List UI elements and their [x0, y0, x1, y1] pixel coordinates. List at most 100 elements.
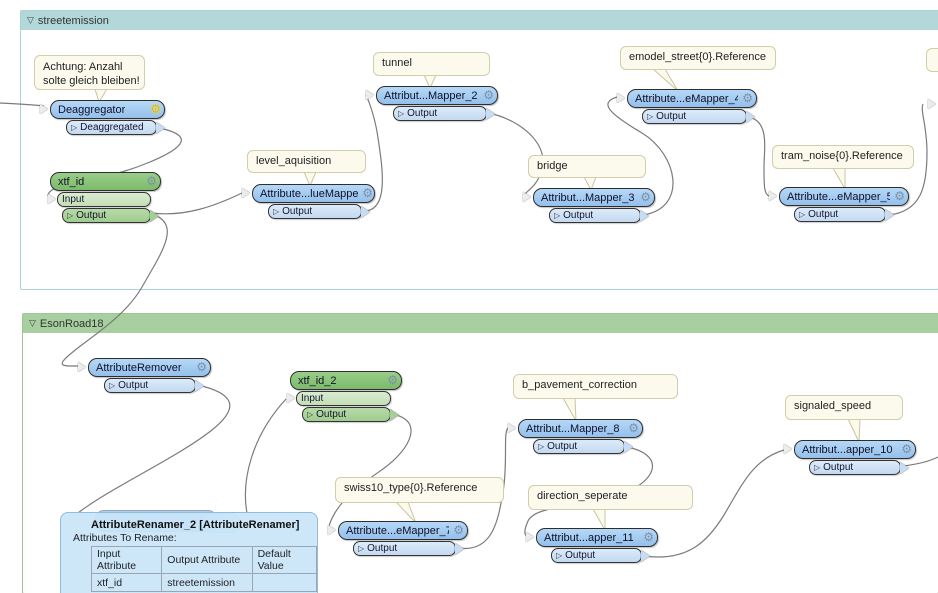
tooltip-subtitle: Attributes To Rename:: [73, 532, 177, 544]
label-tunnel[interactable]: tunnel: [373, 52, 490, 76]
wire[interactable]: [61, 213, 168, 367]
gear-icon[interactable]: ⚙: [901, 442, 912, 456]
node-attributemapper-10[interactable]: Attribut...apper_10⚙ ▷Output: [784, 440, 916, 475]
port-arrow-icon: ▷: [109, 381, 116, 390]
node-attributeremover[interactable]: AttributeRemover⚙ ▷Output: [78, 358, 211, 393]
node-attributemapper-8[interactable]: Attribut...Mapper_8⚙ ▷Output: [508, 419, 643, 454]
input-arrow-icon[interactable]: [40, 104, 48, 114]
wire[interactable]: [643, 449, 785, 558]
input-arrow-icon[interactable]: [78, 362, 86, 372]
label-text: direction_seperate: [537, 490, 628, 502]
table-header-row: Input Attribute Output Attribute Default…: [90, 546, 318, 574]
node-attributemapper-7[interactable]: Attribute...eMapper_7⚙ ▷Output: [328, 521, 468, 556]
node-title: Attribut...apper_11: [544, 531, 634, 544]
input-arrow-icon[interactable]: [928, 99, 936, 109]
output-arrow-icon[interactable]: [361, 206, 370, 218]
input-arrow-icon[interactable]: [328, 525, 336, 535]
input-arrow-icon[interactable]: [48, 194, 56, 204]
output-arrow-icon[interactable]: [455, 543, 464, 555]
input-arrow-icon[interactable]: [523, 192, 531, 202]
label-text: level_aquisition: [256, 155, 332, 167]
node-attributemapper-11[interactable]: Attribut...apper_11⚙ ▷Output: [526, 528, 658, 563]
node-attributemapper-5[interactable]: Attribute...eMapper_5⚙ ▷Output: [769, 187, 909, 222]
label-tram-noise[interactable]: tram_noise{0}.Reference: [772, 145, 914, 169]
port-label: Output: [547, 441, 578, 452]
gear-icon[interactable]: ⚙: [146, 174, 157, 188]
bookmark-esonroad18[interactable]: ▽ EsonRoad18: [22, 313, 938, 593]
output-arrow-icon[interactable]: [624, 441, 633, 453]
table-cell: streetemission: [161, 573, 253, 592]
node-deaggregator[interactable]: Deaggregator⚙ ▷Deaggregated: [40, 100, 165, 135]
wire[interactable]: [328, 413, 412, 527]
port-label: Output: [565, 550, 596, 561]
gear-icon[interactable]: ⚙: [150, 102, 161, 116]
label-b-pavement-correction[interactable]: b_pavement_correction: [513, 374, 678, 399]
gear-icon[interactable]: ⚙: [643, 530, 654, 544]
input-arrow-icon[interactable]: [366, 90, 374, 100]
gear-icon[interactable]: ⚙: [387, 373, 398, 387]
output-arrow-icon[interactable]: [885, 209, 894, 221]
annotation-line: solte gleich bleiben!: [43, 75, 140, 87]
annotation-note[interactable]: Achtung: Anzahl solte gleich bleiben!: [34, 55, 145, 90]
gear-icon[interactable]: ⚙: [483, 88, 494, 102]
wire[interactable]: [363, 94, 383, 212]
label-tail: [651, 68, 679, 92]
output-arrow-icon[interactable]: [900, 462, 909, 474]
output-arrow-icon[interactable]: [156, 122, 165, 134]
wire[interactable]: [607, 96, 674, 216]
input-arrow-icon[interactable]: [784, 444, 792, 454]
wire[interactable]: [748, 116, 770, 197]
label-level-aquisition[interactable]: level_aquisition: [247, 150, 366, 173]
node-attributemapper-3[interactable]: Attribut...Mapper_3⚙ ▷Output: [523, 188, 655, 223]
port-arrow-icon: ▷: [273, 207, 280, 216]
gear-icon[interactable]: ⚙: [362, 186, 373, 200]
label-swiss10-type[interactable]: swiss10_type{0}.Reference: [335, 477, 504, 503]
node-xtf-id-2[interactable]: xtf_id_2⚙ Input ▷Output: [287, 371, 402, 422]
gear-icon[interactable]: ⚙: [196, 360, 207, 374]
output-arrow-icon[interactable]: [195, 380, 204, 392]
label-bridge[interactable]: bridge: [528, 155, 646, 178]
collapse-triangle-icon[interactable]: ▽: [29, 318, 36, 328]
port-label: Input: [301, 393, 324, 404]
label-signaled-speed[interactable]: signaled_speed: [785, 395, 903, 420]
gear-icon[interactable]: ⚙: [742, 91, 753, 105]
input-arrow-icon[interactable]: [508, 423, 516, 433]
wire[interactable]: [244, 398, 287, 514]
input-arrow-icon[interactable]: [617, 93, 625, 103]
wire[interactable]: [0, 102, 45, 107]
label-direction-seperate[interactable]: direction_seperate: [528, 485, 693, 510]
node-title: Attribute...eMapper_5: [787, 190, 890, 203]
bookmark-header[interactable]: ▽ streetemission: [21, 11, 938, 30]
gear-icon[interactable]: ⚙: [894, 189, 905, 203]
output-arrow-icon[interactable]: [746, 111, 755, 123]
label-text: bridge: [537, 160, 568, 172]
output-arrow-icon[interactable]: [150, 210, 159, 222]
input-arrow-icon[interactable]: [526, 532, 534, 542]
node-attributevaluemapper[interactable]: Attribute...lueMapper⚙ ▷Output: [242, 184, 375, 219]
output-arrow-icon[interactable]: [641, 550, 650, 562]
port-arrow-icon: ▷: [67, 211, 74, 220]
label-partial-right[interactable]: [926, 48, 938, 72]
output-arrow-icon[interactable]: [486, 108, 495, 120]
collapse-triangle-icon[interactable]: ▽: [27, 15, 34, 25]
bookmark-streetemission[interactable]: ▽ streetemission: [20, 10, 938, 290]
wire[interactable]: [151, 192, 243, 215]
wire[interactable]: [77, 384, 231, 514]
label-emodel-street[interactable]: emodel_street{0}.Reference: [620, 46, 776, 70]
input-arrow-icon[interactable]: [287, 393, 295, 403]
table-cell: [251, 573, 318, 592]
gear-icon[interactable]: ⚙: [640, 190, 651, 204]
gear-icon[interactable]: ⚙: [628, 421, 639, 435]
node-attributemapper-2[interactable]: Attribut...Mapper_2⚙ ▷Output: [366, 86, 498, 121]
input-arrow-icon[interactable]: [769, 191, 777, 201]
output-arrow-icon[interactable]: [640, 210, 649, 222]
node-title: Attribute...lueMapper: [260, 187, 359, 200]
node-xtf-id[interactable]: xtf_id⚙ Input ▷Output: [48, 172, 161, 223]
output-arrow-icon[interactable]: [390, 409, 399, 421]
bookmark-header[interactable]: ▽ EsonRoad18: [23, 314, 938, 333]
wire[interactable]: [887, 103, 928, 216]
gear-icon[interactable]: ⚙: [453, 523, 464, 537]
node-attributemapper-4[interactable]: Attribute...eMapper_4⚙ ▷Output: [617, 89, 757, 124]
input-arrow-icon[interactable]: [242, 188, 250, 198]
